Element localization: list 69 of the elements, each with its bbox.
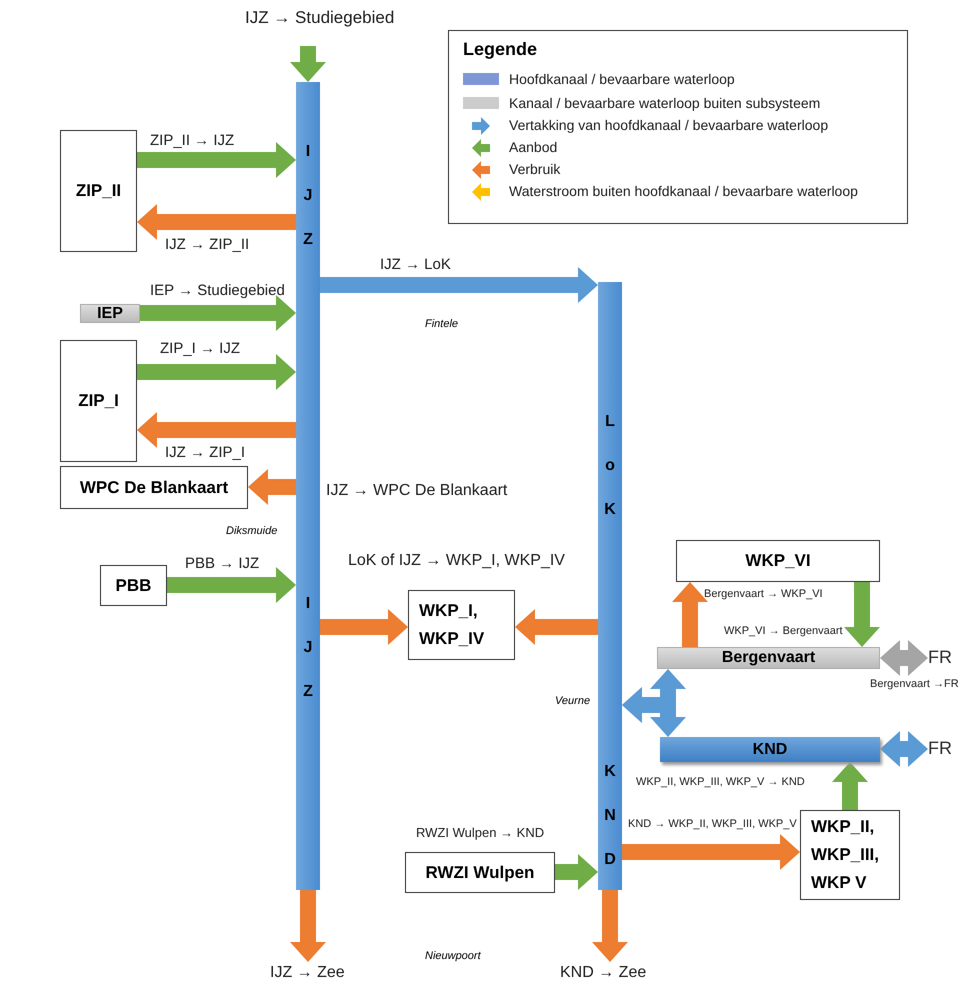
canal-bar: KND	[660, 737, 880, 762]
facility-box: RWZI Wulpen	[405, 852, 555, 893]
block-arrow	[140, 295, 296, 331]
legend-text: Kanaal / bevaarbare waterloop buiten subsysteem	[509, 95, 822, 111]
flow-label: IJZ → WPC De Blankaart	[326, 482, 508, 500]
block-arrow	[832, 762, 868, 810]
block-arrow	[880, 640, 928, 676]
block-arrow	[555, 854, 598, 890]
flow-label: IJZ → LoK	[380, 256, 451, 273]
facility-box: ZIP_I	[60, 340, 137, 462]
destination-text: FR	[928, 738, 958, 760]
block-arrow	[622, 834, 800, 870]
place-label: Veurne	[555, 695, 590, 707]
legend-title: Legende	[463, 39, 538, 60]
block-arrow	[880, 731, 928, 767]
place-label: Diksmuide	[226, 525, 278, 537]
legend-text: Vertakking van hoofdkanaal / bevaarbare waterloop	[509, 117, 830, 133]
canal-bar: IEP	[80, 304, 140, 323]
canal-bar: Bergenvaart	[657, 647, 880, 669]
flow-label: PBB → IJZ	[185, 555, 260, 572]
flow-label: Bergenvaart → WKP_VI	[704, 588, 823, 600]
block-arrow	[137, 354, 296, 390]
facility-box: WKP_VI	[676, 540, 880, 582]
block-arrow	[137, 204, 296, 240]
facility-box: WPC De Blankaart	[60, 466, 248, 509]
block-arrow	[515, 609, 598, 645]
place-label: Fintele	[425, 318, 458, 330]
flow-label: WKP_VI → Bergenvaart	[724, 625, 843, 637]
block-arrow	[290, 46, 326, 82]
channel-name: L o K	[603, 412, 617, 520]
block-arrow	[248, 469, 296, 505]
channel-name: K N D	[603, 762, 617, 870]
place-label: Nieuwpoort	[425, 950, 481, 962]
facility-box: WKP_I, WKP_IV	[408, 590, 515, 660]
legend-text: Aanbod	[509, 139, 558, 155]
channel-name: I J Z	[302, 142, 314, 250]
flow-label: KND → WKP_II, WKP_III, WKP_V	[628, 818, 797, 830]
block-arrow	[592, 890, 628, 962]
flow-label: WKP_II, WKP_III, WKP_V → KND	[636, 776, 805, 788]
flow-label: RWZI Wulpen → KND	[416, 825, 544, 840]
destination-text: FR	[928, 647, 958, 669]
legend-text: Waterstroom buiten hoofdkanaal / bevaarbare waterloop	[509, 183, 859, 199]
facility-box: PBB	[100, 565, 167, 606]
block-arrow	[290, 890, 326, 962]
block-arrow	[672, 582, 708, 647]
channel-name: I J Z	[302, 594, 314, 702]
flow-label: IEP → Studiegebied	[150, 282, 285, 299]
flow-label: IJZ → ZIP_I	[165, 444, 246, 461]
flow-label: ZIP_I → IJZ	[160, 340, 240, 357]
flow-label: KND → Zee	[560, 964, 646, 982]
channel-bar	[296, 82, 320, 890]
block-arrow	[137, 412, 296, 448]
flow-label: ZIP_II → IJZ	[150, 132, 234, 149]
facility-box: WKP_II, WKP_III, WKP V	[800, 810, 900, 900]
flow-label: Bergenvaart →FR	[870, 678, 959, 690]
flow-label: IJZ → Zee	[270, 964, 345, 982]
legend-text: Verbruik	[509, 161, 562, 177]
channel-bar	[598, 282, 622, 890]
block-arrow	[137, 142, 296, 178]
facility-box: ZIP_II	[60, 130, 137, 252]
flow-label: IJZ → ZIP_II	[165, 236, 250, 253]
block-arrow	[167, 567, 296, 603]
flow-label: IJZ → Studiegebied	[245, 8, 394, 28]
block-arrow	[320, 609, 408, 645]
block-arrow	[844, 582, 880, 647]
block-arrow	[622, 687, 686, 737]
block-arrow	[320, 267, 598, 303]
legend-text: Hoofdkanaal / bevaarbare waterloop	[509, 71, 736, 87]
flow-label: LoK of IJZ → WKP_I, WKP_IV	[348, 552, 565, 570]
